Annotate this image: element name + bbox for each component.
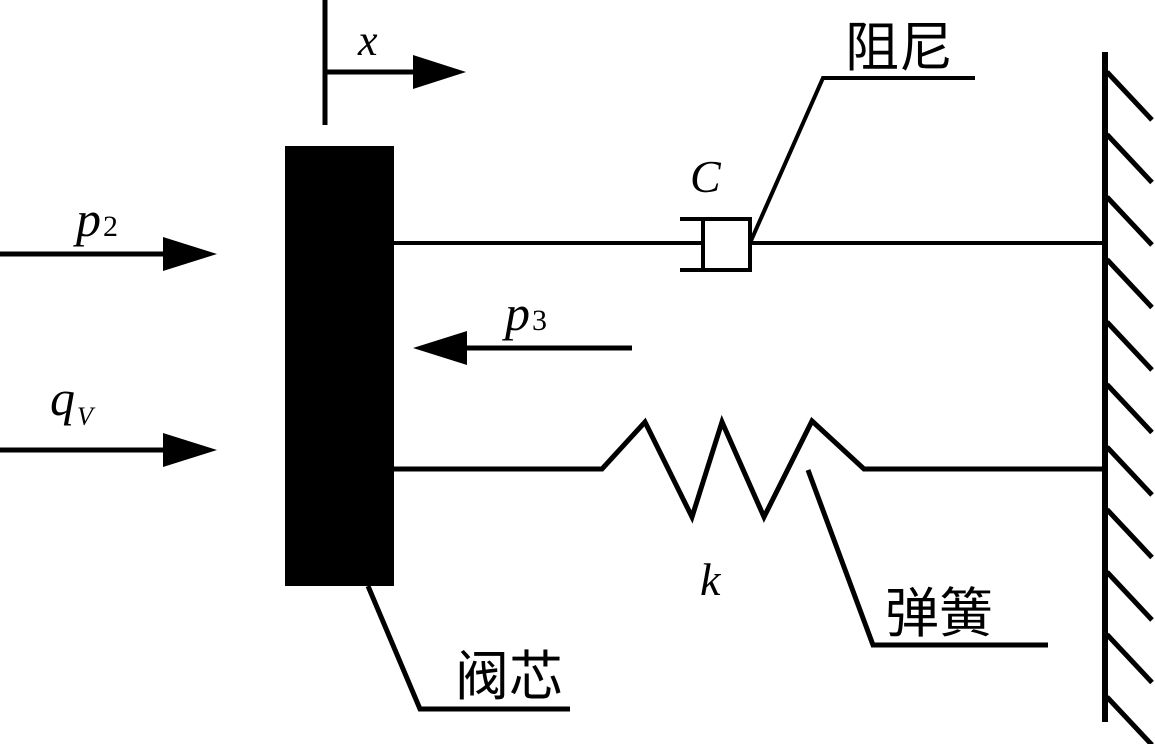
damper-coefficient-label: C <box>690 151 722 202</box>
valve-core-block <box>285 146 394 586</box>
wall-hatch-line <box>1105 507 1154 560</box>
arrow-qv-head <box>163 433 217 467</box>
wall-hatch-line <box>1105 70 1154 122</box>
arrow-p2-head <box>163 237 217 271</box>
wall-hatch-line <box>1105 195 1154 247</box>
wall-hatch-line <box>1105 257 1154 310</box>
valve-core-name-label: 阀芯 <box>455 645 563 708</box>
spring-coefficient-label: k <box>700 554 722 605</box>
label-qv: qV <box>50 370 96 431</box>
displacement-arrowhead <box>413 55 466 89</box>
wall-hatch-line <box>1105 445 1154 497</box>
arrow-p3-head <box>413 331 467 365</box>
valve-core-leader-line <box>365 585 570 712</box>
label-p2: p2 <box>73 191 118 247</box>
displacement-indicator: x <box>322 0 466 125</box>
arrow-qv: qV <box>0 370 217 467</box>
spring-name-label: 弹簧 <box>885 582 993 645</box>
damper-leader-line <box>748 76 975 244</box>
spring-leader-line <box>805 469 1048 648</box>
label-p3: p3 <box>502 285 547 341</box>
fixed-wall <box>1102 52 1154 744</box>
wall-hatch-line <box>1105 132 1154 185</box>
valve-core-callout: 阀芯 <box>365 585 570 712</box>
spring: k 弹簧 <box>394 414 1105 648</box>
arrow-p3: p3 <box>413 285 632 365</box>
wall-hatch-line <box>1105 695 1154 744</box>
wall-hatch-line <box>1105 632 1154 685</box>
wall-hatch-line <box>1105 382 1154 435</box>
wall-hatch-line <box>1105 320 1154 372</box>
arrow-p2: p2 <box>0 191 217 271</box>
damper: C 阻尼 <box>394 16 1105 272</box>
damper-name-label: 阻尼 <box>845 16 953 79</box>
displacement-label: x <box>357 16 378 65</box>
spring-coil <box>394 414 1105 524</box>
wall-hatch-line <box>1105 570 1154 622</box>
